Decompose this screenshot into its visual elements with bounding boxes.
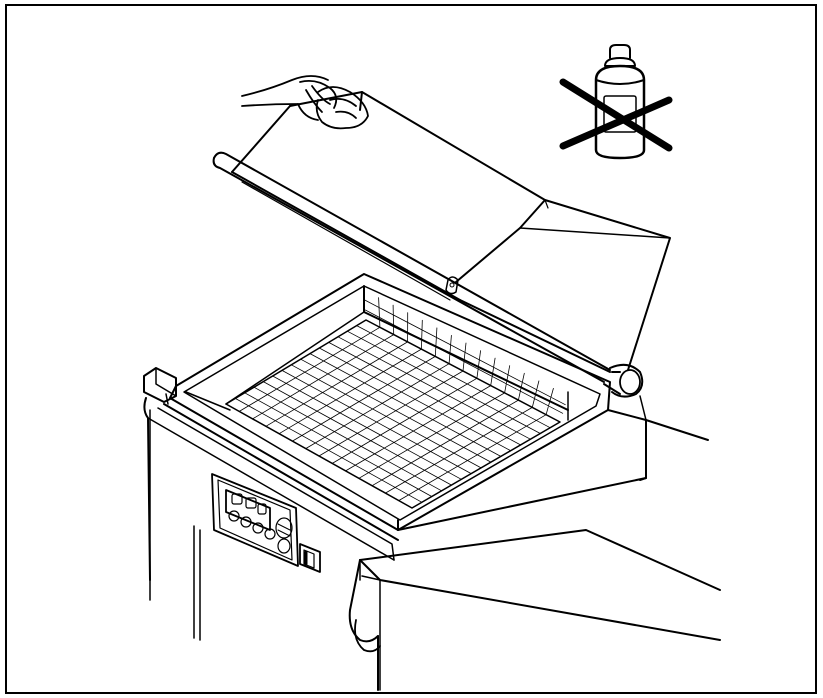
machine-lid	[212, 91, 671, 398]
chamber-grid	[234, 297, 566, 503]
wiping-hand-icon	[241, 75, 369, 130]
control-panel	[211, 473, 299, 567]
caster-wheel	[354, 619, 381, 653]
no-spray-icon	[559, 44, 673, 160]
figure-frame	[5, 4, 817, 694]
power-switch	[299, 543, 321, 573]
machine-body	[143, 367, 721, 691]
vacuum-chamber	[169, 273, 611, 531]
